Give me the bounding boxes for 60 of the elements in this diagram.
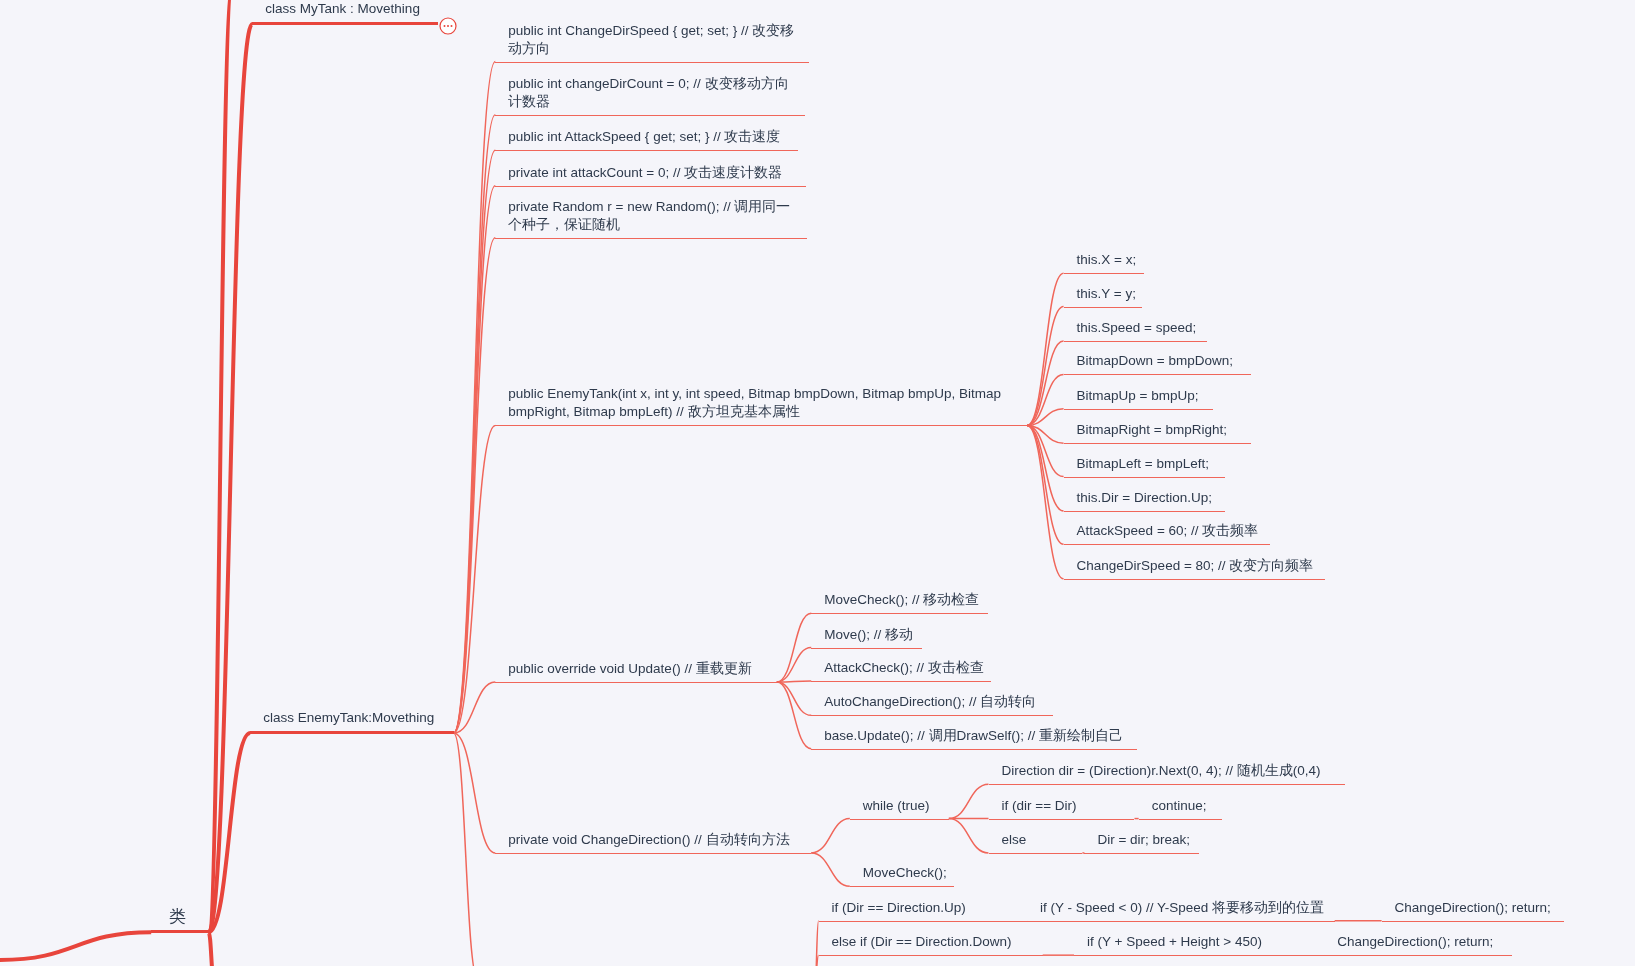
branch-line (776, 681, 812, 750)
topic-label: this.Y = y; (1063, 284, 1142, 308)
topic-label: while (true) (849, 796, 949, 820)
topic-label: MoveCheck(); // 移动检查 (811, 591, 989, 615)
topic-label: this.X = x; (1063, 251, 1144, 275)
topic-label: BitmapLeft = bmpLeft; (1063, 454, 1226, 478)
topic-label: Direction dir = (Direction)r.Next(0, 4); // 随机生成(0,4) (988, 762, 1346, 786)
topic-label: AutoChangeDirection(); // 自动转向 (811, 693, 1054, 717)
branch-line (776, 681, 812, 717)
branch-line (814, 954, 820, 966)
topic-label: ChangeDirSpeed = 80; // 改变方向频率 (1063, 556, 1326, 580)
topic-label: if (Dir == Direction.Up) (818, 898, 1028, 922)
topic-label: public int AttackSpeed { get; set; } // 攻击速度 (495, 128, 798, 152)
topic-label: if (dir == Dir) (988, 796, 1135, 820)
topic-label: 类 (151, 908, 209, 934)
topic-label: MoveCheck(); (849, 864, 955, 888)
topic-label: if (Y - Speed < 0) // Y-Speed 将要移动到的位置 (1027, 898, 1335, 922)
topic-label: public override void Update() // 重载更新 (495, 660, 777, 683)
topic-label: public EnemyTank(int x, int y, int speed, Bitmap bmpDown, Bitmap bmpUp, Bitmap bmpRight, Bitmap bmpLeft) // 敌方坦克基本属性 (495, 385, 1028, 427)
topic-label: this.Speed = speed; (1063, 319, 1208, 342)
branch-line (1041, 954, 1075, 956)
branch-line (948, 817, 990, 854)
branch-line (810, 852, 851, 888)
branch-line (207, 731, 252, 934)
topic-label: ChangeDirection(); return; (1381, 898, 1565, 922)
branch-line (1133, 817, 1140, 820)
topic-label: BitmapDown = bmpDown; (1063, 352, 1252, 376)
branch-line (452, 424, 497, 734)
topic-label: BitmapRight = bmpRight; (1063, 421, 1252, 445)
branch-line (206, 23, 255, 933)
topic-label: private int attackCount = 0; // 攻击速度计数器 (495, 163, 806, 187)
branch-line (776, 612, 812, 683)
topic-label: private void ChangeDirection() // 自动转向方法 (495, 831, 812, 854)
topic-label: else (988, 831, 1083, 854)
topic-label: class MyTank : Movething (252, 0, 438, 25)
topic-label: class EnemyTank:Movething (250, 709, 454, 735)
topic-label: public int changeDirCount = 0; // 改变移动方向计数器 (495, 74, 805, 116)
branch-line (1026, 272, 1065, 427)
topic-label: private Random r = new Random(); // 调用同一个种子，保证随机 (495, 197, 808, 239)
topic-label: continue; (1138, 796, 1223, 820)
branch-line (1026, 424, 1065, 580)
branch-line (0, 930, 152, 962)
topic-label: public int ChangeDirSpeed { get; set; } // 改变移动方向 (495, 21, 810, 63)
topic-label: AttackCheck(); // 攻击检查 (811, 658, 991, 682)
branch-line (1081, 852, 1086, 854)
topic-label: else if (Dir == Direction.Down) (818, 933, 1043, 957)
topic-label: BitmapUp = bmpUp; (1063, 386, 1213, 410)
branch-line (452, 732, 497, 854)
branch-line (1333, 920, 1383, 922)
topic-label: ChangeDirection(); return; (1324, 933, 1512, 957)
branch-line (1026, 424, 1065, 546)
branch-line (206, 931, 216, 966)
topic-label: base.Update(); // 调用DrawSelf(); // 重新绘制自己 (811, 726, 1137, 750)
branch-line (452, 681, 497, 734)
topic-label: this.Dir = Direction.Up; (1063, 488, 1226, 512)
topic-label: if (Y + Speed + Height > 450) (1074, 933, 1325, 957)
topic-label: AttackSpeed = 60; // 攻击频率 (1063, 522, 1271, 546)
topic-label: Move(); // 移动 (811, 625, 922, 649)
branch-line (776, 680, 812, 683)
topic-label: Dir = dir; break; (1084, 831, 1200, 854)
